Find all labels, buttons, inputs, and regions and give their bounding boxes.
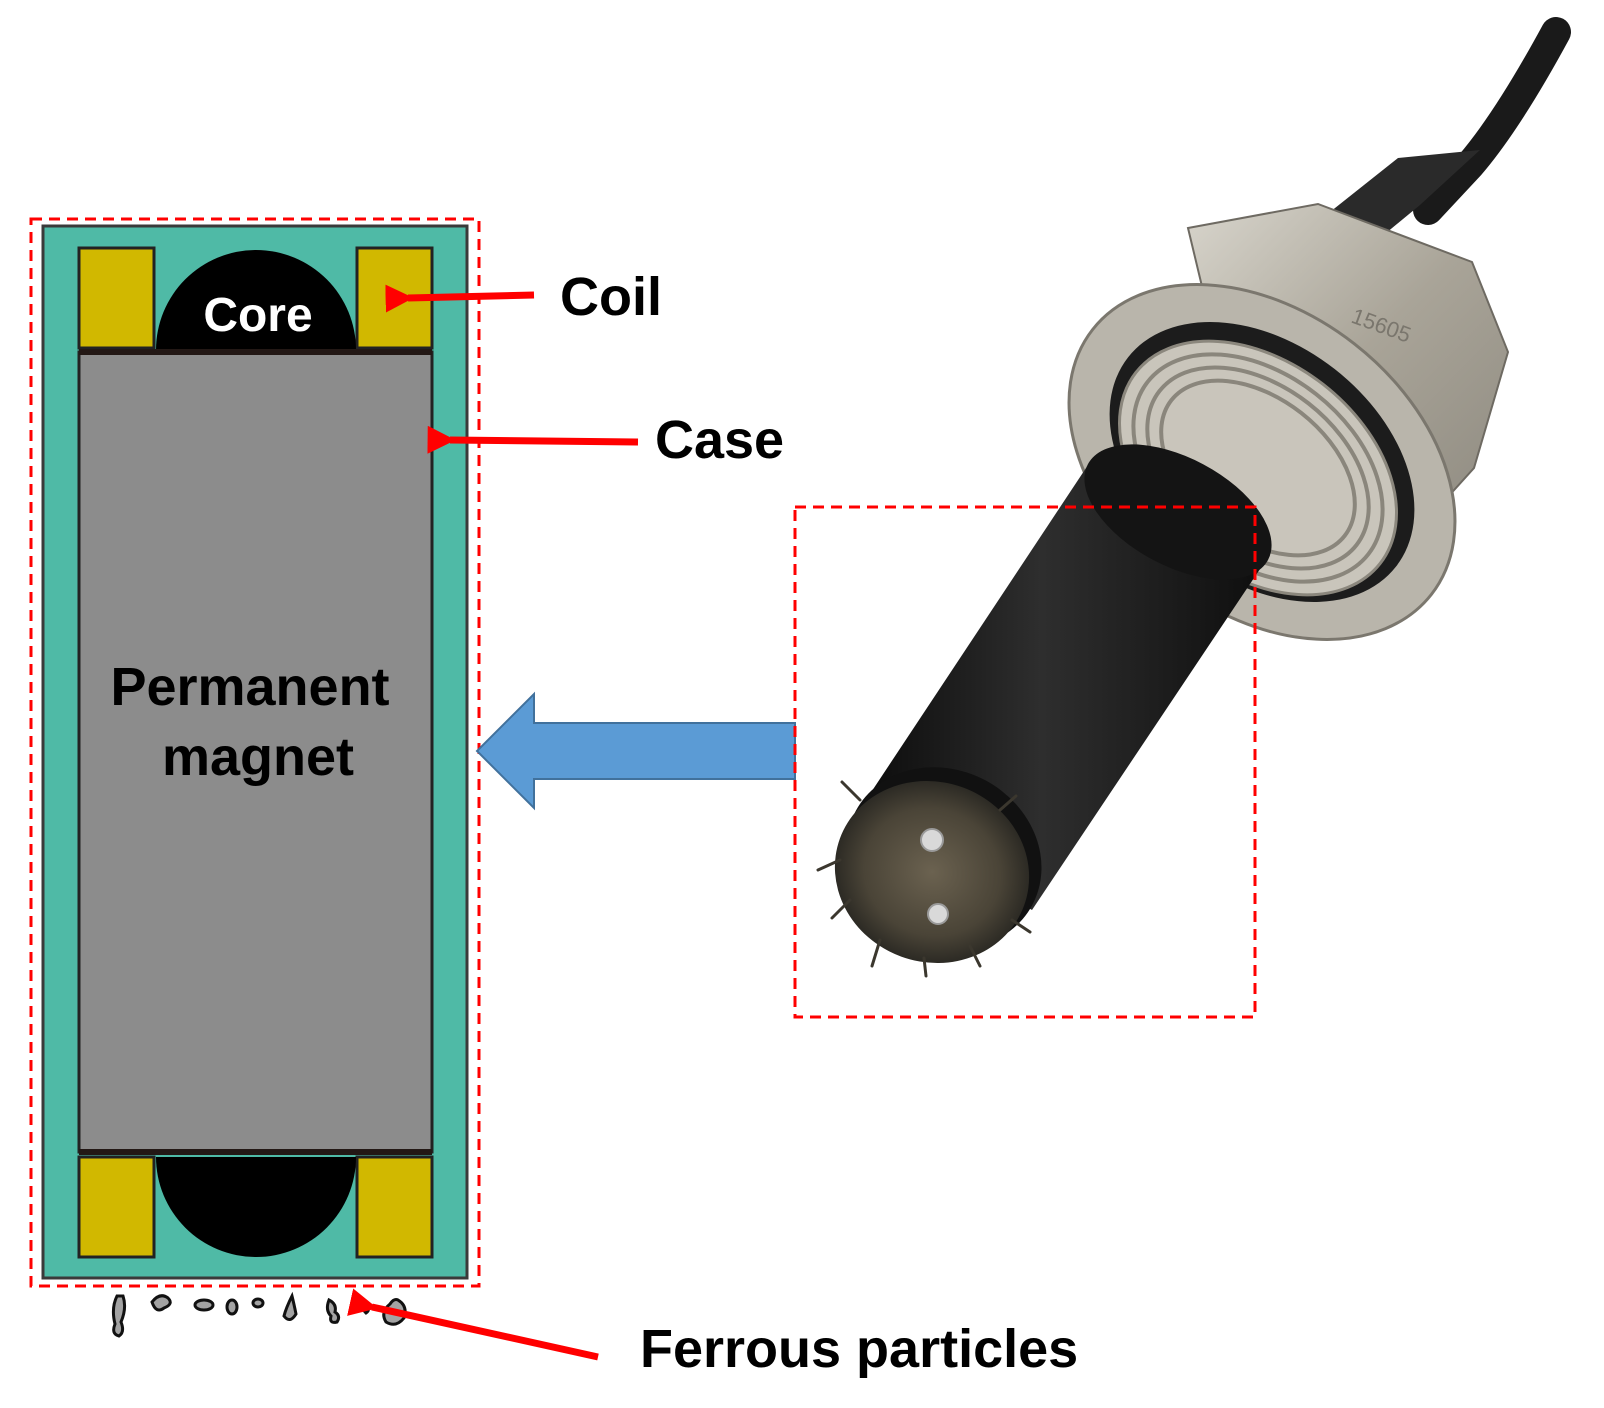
particle [251, 1297, 265, 1309]
permanent-magnet-label-line2: magnet [162, 727, 354, 787]
coil-top-left [77, 246, 156, 350]
particle [282, 1291, 298, 1321]
ferrous-particles-label: Ferrous particles [640, 1319, 1078, 1379]
embedded-bead [927, 903, 949, 925]
embedded-bead [920, 828, 944, 852]
particle [111, 1294, 127, 1338]
coil-bottom-right [355, 1155, 434, 1259]
cable-strain-relief [1330, 150, 1480, 238]
core-label: Core [203, 289, 312, 342]
particle [150, 1294, 172, 1312]
core-bottom [156, 1157, 356, 1257]
sensor-dashed-zoom-box [793, 505, 1257, 1019]
sensor-photo: 15605 [793, 17, 1571, 1019]
particle [325, 1297, 341, 1324]
particle [225, 1298, 239, 1316]
cross-section-schematic: Core Permanent magnet [29, 217, 481, 1338]
coil-callout-arrow [385, 284, 535, 313]
case-label: Case [655, 410, 784, 470]
transfer-arrow [475, 691, 796, 811]
callouts: Coil Case Ferrous particles [347, 267, 1078, 1379]
core-top [156, 250, 356, 350]
permanent-magnet [77, 350, 434, 1154]
case-callout-arrow [427, 425, 639, 454]
ferrous-particles-cluster [111, 1291, 407, 1338]
permanent-magnet-label-line1: Permanent [110, 657, 389, 717]
sensor-cable [1413, 17, 1571, 225]
ferrous-particles-callout-arrow [347, 1288, 599, 1361]
coil-label: Coil [560, 267, 662, 327]
particle [360, 1298, 371, 1315]
particle [193, 1298, 215, 1312]
captured-particles-fuzz [834, 781, 1030, 963]
probe-rod-base [1084, 444, 1272, 580]
particle-bristles [816, 780, 1032, 978]
coil-bottom-left [77, 1155, 156, 1259]
